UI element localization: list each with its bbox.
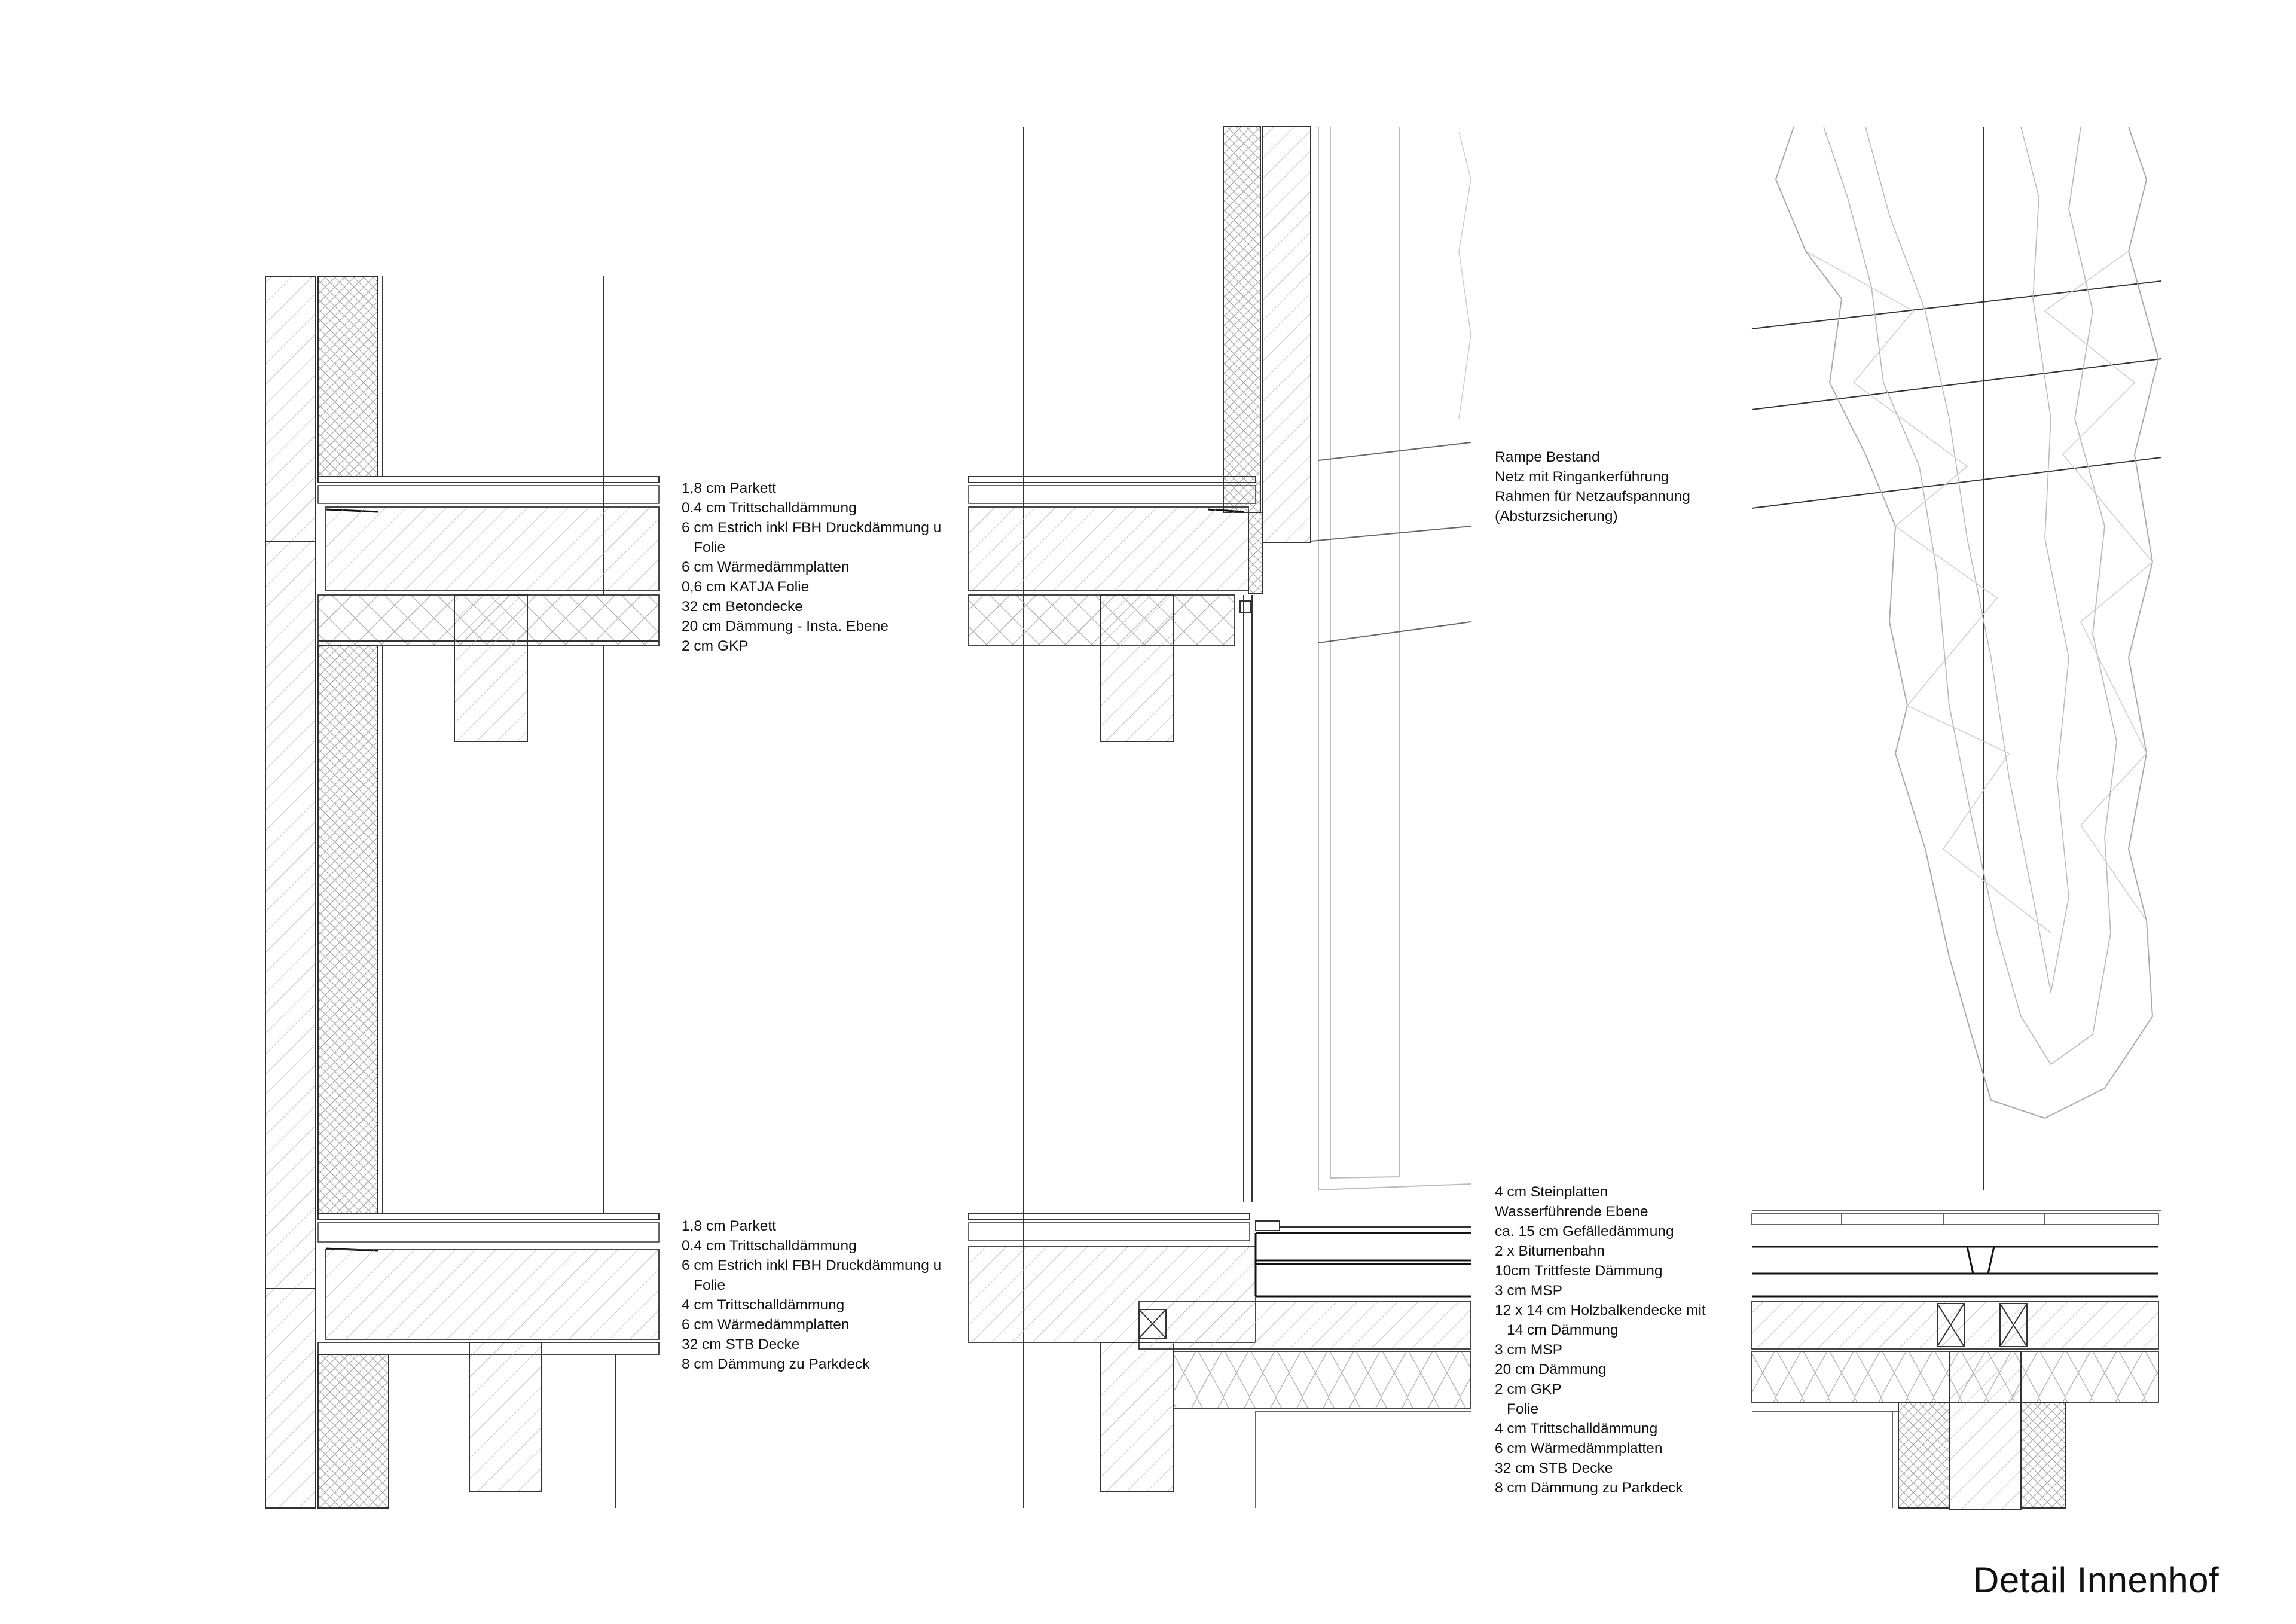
middle-section [968, 126, 1471, 1508]
label-courtyard-floor: 4 cm Steinplatten Wasserführende Ebene c… [1495, 1184, 1706, 1496]
label-floor-upper-left: 1,8 cm Parkett 0.4 cm Trittschalldämmung… [682, 480, 942, 654]
drawing-title: Detail Innenhof [1973, 1560, 2219, 1600]
label-ramp: Rampe Bestand Netz mit Ringankerführung … [1495, 449, 1690, 524]
left-section [265, 276, 660, 1509]
label-floor-lower-left: 1,8 cm Parkett 0.4 cm Trittschalldämmung… [682, 1218, 942, 1372]
right-section [1751, 126, 2162, 1510]
